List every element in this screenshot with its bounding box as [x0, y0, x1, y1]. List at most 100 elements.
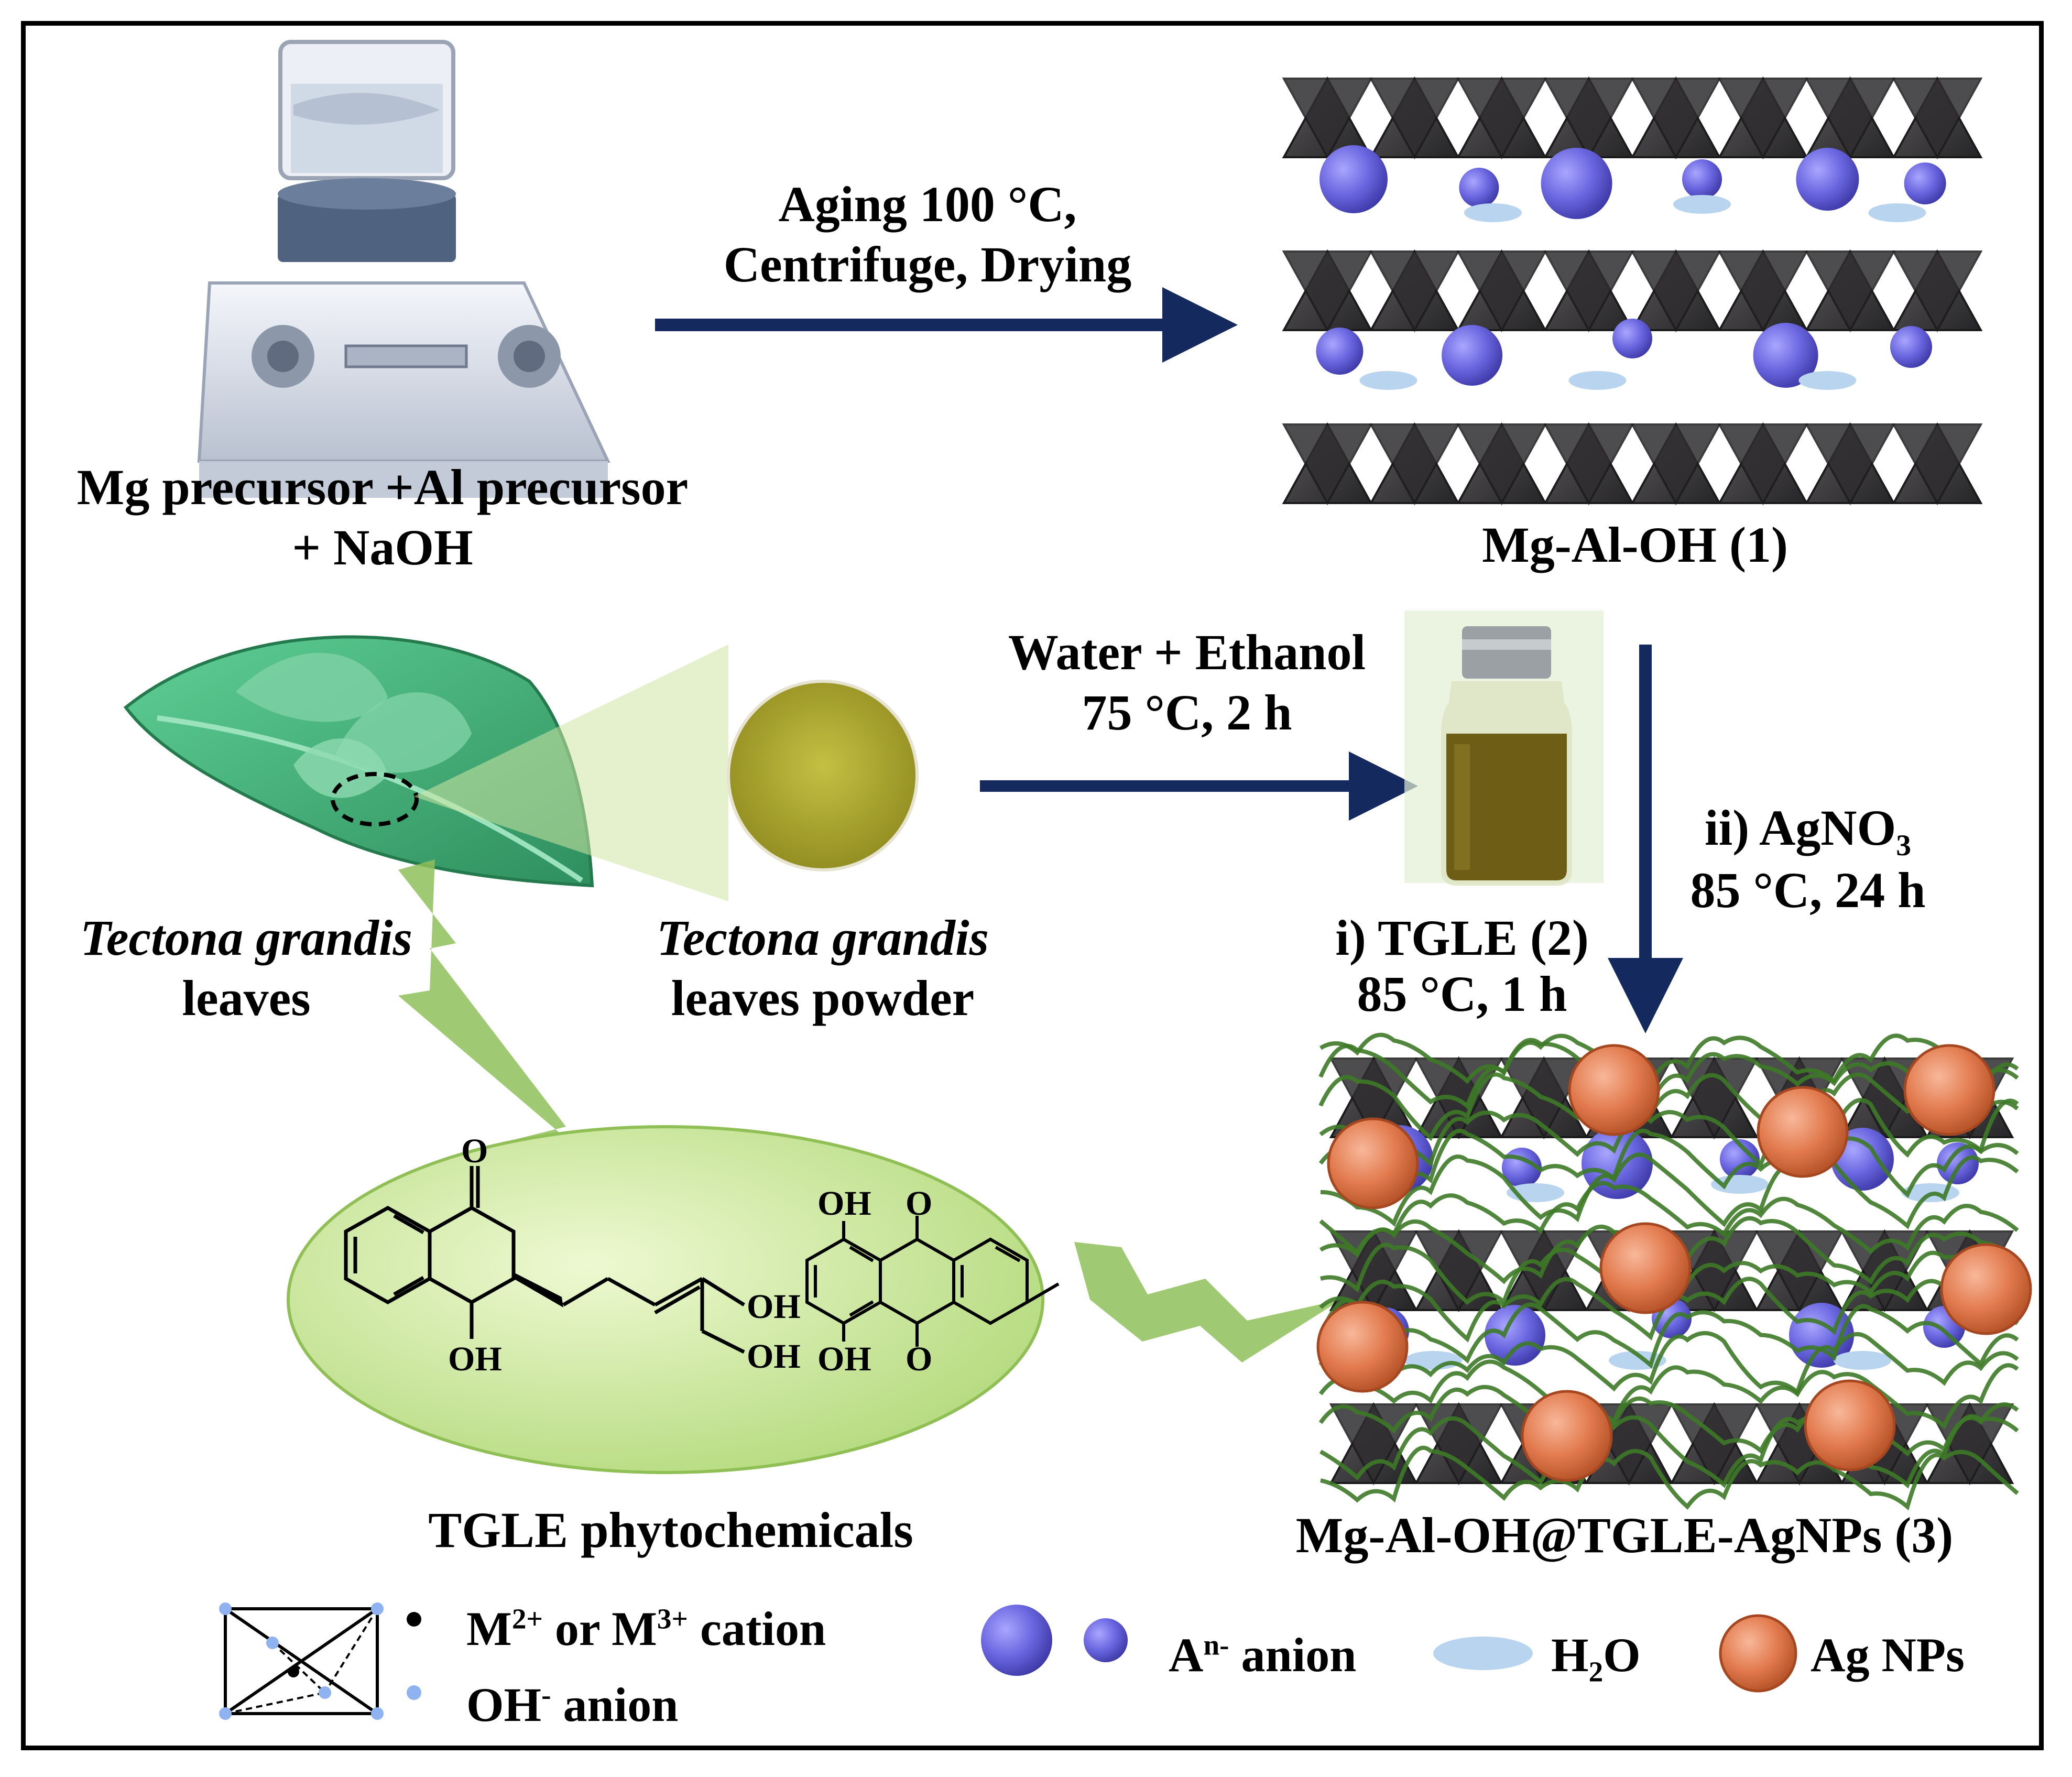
polymer-strand — [1318, 1384, 2019, 1457]
interlayer-anion — [1720, 1139, 1760, 1179]
silver-nanoparticle — [1757, 1086, 1849, 1178]
legend-cation-label: M2+ or M3+ cation — [466, 1602, 826, 1655]
tectoquinone-like-molecule-1 — [344, 1166, 745, 1354]
interlayer-anion — [1541, 148, 1612, 219]
ldh-structure-1 — [1282, 76, 1983, 506]
interlayer-anion — [1319, 145, 1388, 213]
mol1-oh-label-3: OH — [747, 1337, 801, 1376]
octahedron-bottom — [1892, 78, 1983, 160]
octahedron-bottom — [1543, 250, 1634, 333]
legend-agnp-label: Ag NPs — [1811, 1628, 1965, 1682]
mol2-oh-label-2: OH — [817, 1340, 871, 1378]
legend-cation-center-dot — [288, 1666, 299, 1677]
silver-nanoparticles-group — [1316, 1044, 2032, 1482]
interlayer-water — [1464, 203, 1522, 222]
octahedron-bottom — [1282, 250, 1373, 333]
legend-agnp-icon — [1719, 1614, 1797, 1693]
octahedron-bottom — [1805, 423, 1896, 506]
polymer-strand — [1318, 1298, 2019, 1369]
octahedron-bottom — [1892, 250, 1983, 333]
legend-water-label: H2O — [1551, 1628, 1641, 1688]
tgle-extract-vial-image — [1404, 610, 1604, 886]
polymer-strand — [1319, 1032, 2019, 1086]
interlayer-water — [1798, 371, 1857, 390]
step3-condition-i-label: i) TGLE (2) 85 °C, 1 h — [1335, 910, 1589, 1022]
interlayer-anion — [1316, 328, 1364, 375]
polymer-strand — [1318, 1359, 2019, 1430]
polymer-strand — [1319, 1414, 2019, 1489]
mol2-ketone-label-2: O — [906, 1340, 932, 1378]
octahedron-bottom — [1630, 250, 1721, 333]
legend-anion-label: An- anion — [1169, 1628, 1357, 1682]
polymer-strand — [1319, 1181, 2019, 1256]
legend-anion-large-icon — [981, 1605, 1052, 1676]
legend-water-icon — [1433, 1637, 1533, 1670]
mol1-ketone-label: O — [461, 1132, 488, 1170]
octahedron-bottom — [1329, 1403, 1418, 1486]
polymer-strand — [1320, 1445, 2019, 1511]
interlayer-anion — [1485, 1305, 1545, 1366]
ldh-product-label: Mg-Al-OH (1) — [1482, 517, 1788, 573]
octahedron-bottom — [1369, 423, 1460, 506]
legend-oh-dot-icon — [407, 1685, 421, 1700]
silver-nanoparticle — [1316, 1301, 1409, 1393]
octahedron-bottom — [1717, 78, 1808, 160]
octahedron-bottom — [1892, 423, 1983, 506]
octahedron-bottom — [1456, 250, 1547, 333]
interlayer-anion — [1796, 148, 1859, 211]
octahedron-bottom — [1717, 423, 1808, 506]
interlayer-anion — [1904, 162, 1946, 204]
composite-product-label: Mg-Al-OH@TGLE-AgNPs (3) — [1295, 1507, 1954, 1563]
interlayer-water — [1868, 203, 1926, 222]
interlayer-water — [1834, 1351, 1891, 1370]
silver-nanoparticle — [1903, 1044, 1995, 1136]
powder-label: Tectona grandis leaves powder — [657, 910, 989, 1026]
polymer-strand — [1320, 1152, 2019, 1230]
octahedron-bottom — [1630, 423, 1721, 506]
anthraquinone-molecule-2 — [805, 1216, 1060, 1347]
interlayer-water — [1673, 195, 1731, 214]
interlayer-anion — [1890, 326, 1932, 368]
silver-nanoparticle — [1804, 1379, 1896, 1471]
octahedron-bottom — [1670, 1403, 1759, 1486]
legend-cation-dot-icon — [407, 1612, 421, 1627]
interlayer-anion — [1682, 159, 1722, 199]
interlayer-anion — [1937, 1142, 1979, 1184]
polymer-strand — [1318, 1072, 2019, 1141]
octahedron-bottom — [1456, 78, 1547, 160]
octahedron-bottom — [1805, 78, 1896, 160]
mol2-ketone-label-1: O — [906, 1184, 932, 1223]
octahedron-bottom — [1369, 250, 1460, 333]
octahedron-bottom — [1630, 78, 1721, 160]
silver-nanoparticle — [1568, 1044, 1660, 1136]
octahedron-bottom — [1282, 423, 1373, 506]
mol1-oh-label-2: OH — [747, 1288, 801, 1326]
silver-nanoparticle — [1327, 1117, 1419, 1209]
interlayer-anion — [1753, 323, 1818, 388]
tgle-polymer-network — [1318, 1032, 2019, 1511]
polymer-strand — [1319, 1098, 2019, 1168]
octahedron-bottom — [1543, 78, 1634, 160]
octahedron-bottom — [1717, 250, 1808, 333]
legend-oh-dots — [219, 1602, 384, 1720]
silver-nanoparticle — [1599, 1222, 1692, 1314]
bubble-to-composite-callout — [1074, 1242, 1342, 1362]
octahedron-bottom — [1805, 250, 1896, 333]
interlayer-water — [1711, 1175, 1769, 1194]
mol2-oh-label-1: OH — [817, 1184, 871, 1223]
interlayer-anion — [1459, 168, 1499, 208]
octahedron-bottom — [1369, 78, 1460, 160]
figure-frame — [21, 21, 2044, 1750]
interlayer-anion — [1612, 319, 1652, 358]
polymer-strand — [1318, 1128, 2019, 1198]
leaf-zoom-cone — [414, 645, 728, 901]
hotplate-stirrer-image — [197, 40, 610, 498]
silver-nanoparticle — [1940, 1243, 2032, 1335]
interlayer-water — [1359, 371, 1417, 390]
step1-conditions-label: Aging 100 °C, Centrifuge, Drying — [723, 176, 1132, 292]
octahedron-bottom — [1840, 1230, 1929, 1313]
phytochemicals-label: TGLE phytochemicals — [428, 1502, 913, 1558]
tectona-grandis-leaf-image — [123, 635, 594, 888]
leaf-to-bubble-callout — [398, 859, 608, 1174]
octahedron-bottom — [1456, 423, 1547, 506]
